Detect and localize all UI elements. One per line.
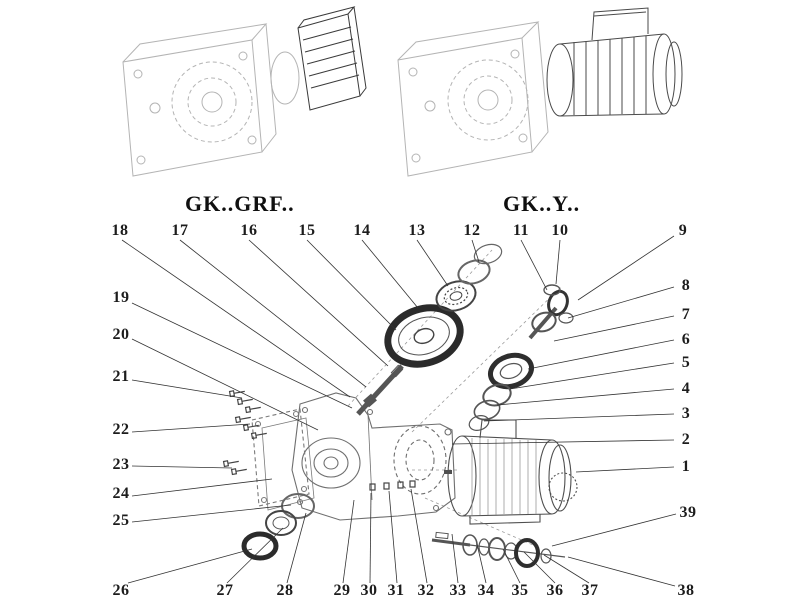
- finned-input-cap: [297, 6, 367, 111]
- callout-16: 16: [240, 222, 258, 239]
- callout-4: 4: [681, 380, 691, 397]
- callout-20: 20: [112, 326, 130, 343]
- callout-26: 26: [112, 582, 130, 599]
- callout-39: 39: [679, 504, 697, 521]
- callout-19: 19: [112, 289, 130, 306]
- callout-36: 36: [546, 582, 564, 599]
- callout-1: 1: [681, 458, 691, 475]
- callout-27: 27: [216, 582, 234, 599]
- callout-9: 9: [678, 222, 688, 239]
- callout-25: 25: [112, 512, 130, 529]
- variant-title-y: GK..Y..: [503, 191, 581, 216]
- callout-30: 30: [360, 582, 378, 599]
- callout-35: 35: [511, 582, 529, 599]
- part-bolts: [222, 390, 416, 491]
- callout-7: 7: [681, 306, 691, 323]
- callout-12: 12: [463, 222, 481, 239]
- leader-lines: [121, 235, 677, 587]
- part-main-gear: [384, 304, 464, 368]
- part-motor: [444, 419, 578, 525]
- part-rings-upper: [457, 243, 503, 285]
- callout-2: 2: [681, 431, 691, 448]
- callout-17: 17: [171, 222, 189, 239]
- part-cover-assembly: [241, 408, 315, 561]
- callout-5: 5: [681, 354, 691, 371]
- part-input-pinion: [528, 284, 574, 340]
- callout-3: 3: [681, 405, 691, 422]
- axis-lines: [347, 249, 563, 549]
- part-output-assembly: [431, 531, 566, 568]
- variant-title-grf: GK..GRF..: [185, 191, 295, 216]
- callout-28: 28: [276, 582, 294, 599]
- callout-29: 29: [333, 582, 351, 599]
- callout-8: 8: [681, 277, 691, 294]
- gearbox-y-drawing: [397, 7, 683, 177]
- callout-6: 6: [681, 331, 691, 348]
- callout-23: 23: [112, 456, 130, 473]
- motor-drawing: [546, 7, 683, 117]
- callout-15: 15: [298, 222, 316, 239]
- callout-34: 34: [477, 582, 495, 599]
- callout-18: 18: [111, 222, 129, 239]
- part-bearing-upper: [435, 280, 477, 312]
- callout-37: 37: [581, 582, 599, 599]
- callout-32: 32: [417, 582, 435, 599]
- callout-14: 14: [353, 222, 371, 239]
- callout-38: 38: [677, 582, 695, 599]
- callout-11: 11: [512, 222, 530, 239]
- callout-24: 24: [112, 485, 130, 502]
- callout-33: 33: [449, 582, 467, 599]
- part-output-shaft: [356, 364, 404, 416]
- callout-10: 10: [551, 222, 569, 239]
- gearbox-grf-drawing: [122, 6, 367, 177]
- part-housing: [291, 392, 456, 521]
- callout-22: 22: [112, 421, 130, 438]
- part-bevel-gear: [487, 352, 535, 390]
- callout-31: 31: [387, 582, 405, 599]
- callout-21: 21: [112, 368, 130, 385]
- exploded-view: [222, 243, 578, 568]
- callout-13: 13: [408, 222, 426, 239]
